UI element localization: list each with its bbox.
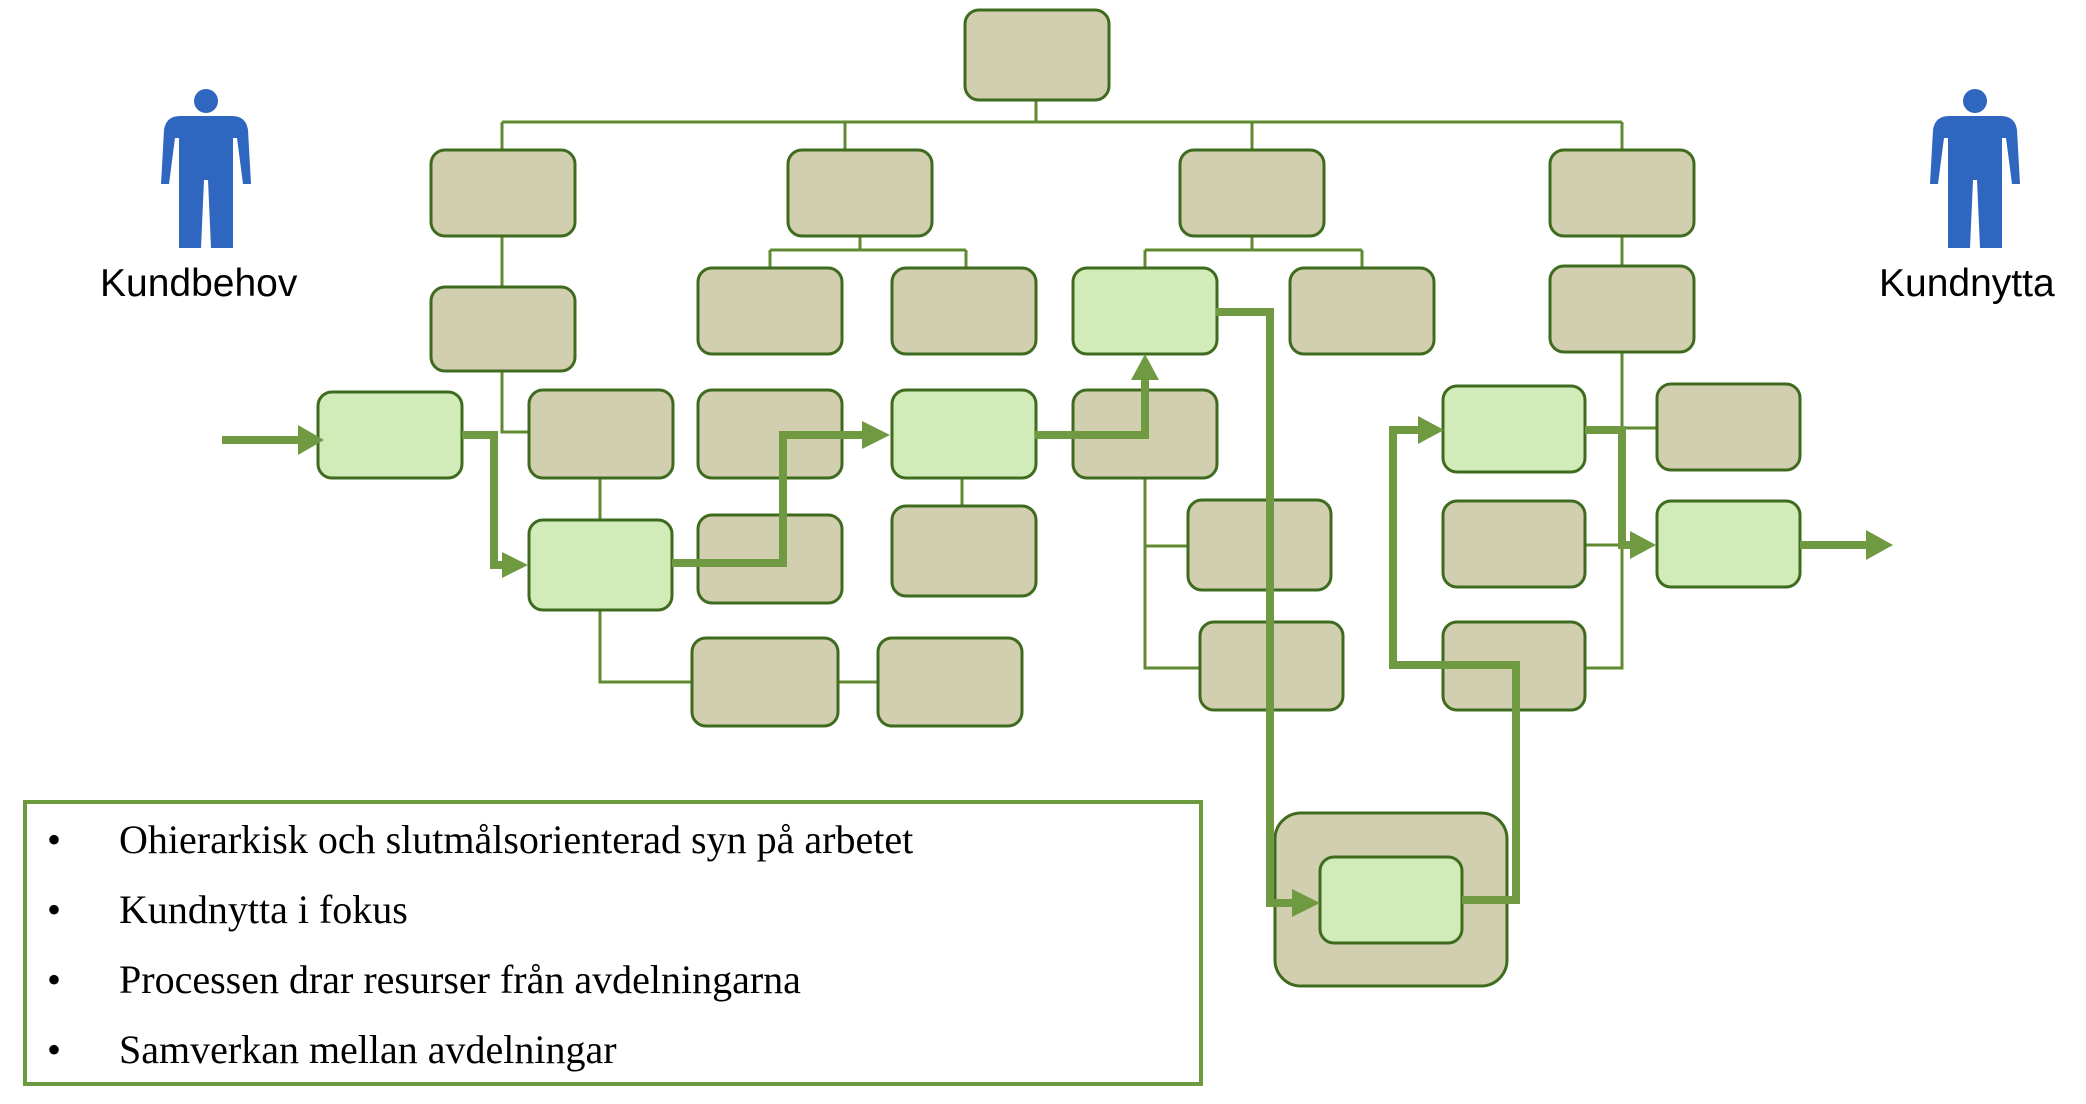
org-unit-box (786, 148, 934, 238)
flow-arrowhead (1418, 416, 1444, 444)
org-unit-box (1548, 148, 1696, 238)
process-step-box (1655, 499, 1802, 589)
summary-box: • Ohierarkisk och slutmålsorienterad syn… (23, 800, 1203, 1086)
process-flow-path (222, 308, 1893, 917)
process-step-box (890, 388, 1038, 480)
list-item-text: Kundnytta i fokus (119, 887, 408, 932)
bullet-marker: • (47, 1027, 62, 1072)
flow-segment (1389, 426, 1520, 904)
org-unit-box (429, 285, 577, 373)
bullet-marker: • (47, 887, 62, 932)
flow-arrowhead (1866, 530, 1893, 560)
process-step-box (316, 390, 464, 480)
process-step-box (527, 518, 674, 612)
bullet-marker: • (47, 957, 62, 1002)
org-unit-box (429, 148, 577, 238)
org-unit-box (963, 8, 1111, 102)
list-item-text: Samverkan mellan avdelningar (119, 1027, 617, 1072)
org-unit-box (1441, 499, 1587, 589)
flow-segment (462, 431, 502, 569)
list-item-text: Processen drar resurser från avdelningar… (119, 957, 801, 1002)
flow-segment (1585, 426, 1632, 549)
customer-need-label: Kundbehov (100, 262, 298, 305)
customer-value-label: Kundnytta (1879, 262, 2055, 305)
flow-arrowhead (862, 421, 890, 449)
flow-segment (1216, 308, 1292, 907)
flow-arrowhead (502, 552, 528, 578)
org-unit-box (1186, 498, 1333, 592)
list-item-text: Ohierarkisk och slutmålsorienterad syn p… (119, 817, 914, 862)
org-unit-box (890, 266, 1038, 356)
person-icon (161, 89, 251, 248)
flow-arrowhead (1630, 531, 1656, 559)
flow-arrowhead (298, 425, 324, 455)
process-step-box (1318, 855, 1464, 945)
org-unit-box (876, 636, 1024, 728)
flow-arrowhead (1292, 889, 1320, 917)
org-unit-box (1655, 382, 1802, 472)
flow-segment (672, 431, 862, 567)
process-step-box (1071, 266, 1219, 356)
org-chart-lines (500, 100, 1657, 684)
org-unit-box (1548, 264, 1696, 354)
person-icon (1930, 89, 2020, 248)
org-unit-box (690, 636, 840, 728)
process-step-box (1441, 384, 1587, 474)
org-unit-box (890, 504, 1038, 598)
org-unit-box (696, 266, 844, 356)
flow-arrowhead (1131, 354, 1159, 380)
org-unit-box (1178, 148, 1326, 238)
flow-segment (1035, 378, 1149, 439)
org-unit-box (1288, 266, 1436, 356)
org-unit-box (527, 388, 675, 480)
bullet-marker: • (47, 817, 62, 862)
